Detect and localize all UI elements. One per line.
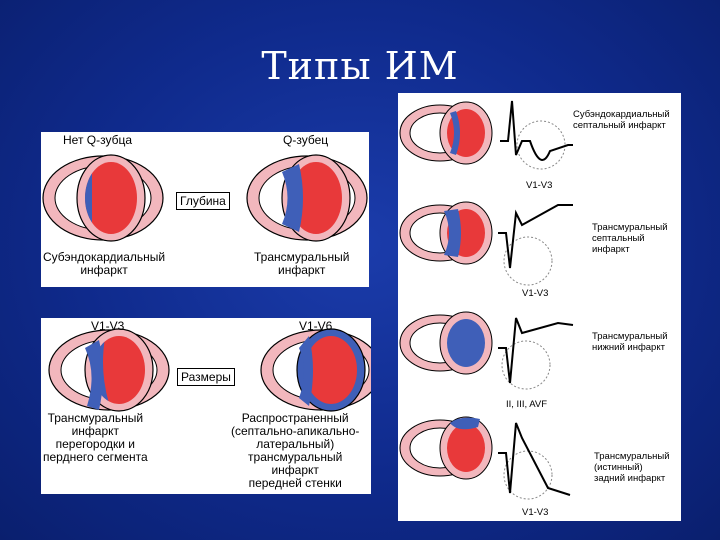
no-q-wave-label: Нет Q-зубца	[63, 133, 133, 147]
depth-panel: Нет Q-зубца Q-зубец Глубина Субэндокарди…	[41, 132, 369, 287]
size-hearts-illustration	[48, 328, 371, 412]
depth-hearts-illustration	[42, 154, 368, 242]
ecg-row-2	[399, 201, 573, 286]
heart-extensive-anterior	[260, 328, 371, 412]
ecg-illustration	[399, 100, 574, 500]
size-right-lead-label: V1-V6	[299, 319, 333, 333]
heart-subendocardial	[42, 154, 164, 242]
extensive-anterior-caption: Распространенный(септально-апикально- ла…	[231, 411, 360, 490]
depth-box: Глубина	[176, 192, 230, 210]
ecg-row-1-lead: V1-V3	[526, 180, 553, 191]
ecg-row-3	[399, 311, 574, 390]
heart-septal-anterior	[48, 328, 170, 412]
ecg-row-4-caption: Трансмуральный(истинный) задний инфаркт	[594, 451, 670, 484]
heart-transmural-depth	[246, 154, 368, 242]
size-box: Размеры	[177, 368, 235, 386]
ecg-row-1	[399, 100, 573, 170]
ecg-row-4-lead: V1-V3	[522, 507, 549, 518]
ecg-row-4	[399, 416, 571, 500]
slide-title: Типы ИМ	[261, 44, 459, 88]
ecg-row-3-lead: II, III, AVF	[506, 399, 548, 410]
size-left-lead-label: V1-V3	[91, 319, 125, 333]
ecg-row-2-lead: V1-V3	[522, 288, 549, 299]
q-wave-label: Q-зубец	[283, 133, 329, 147]
